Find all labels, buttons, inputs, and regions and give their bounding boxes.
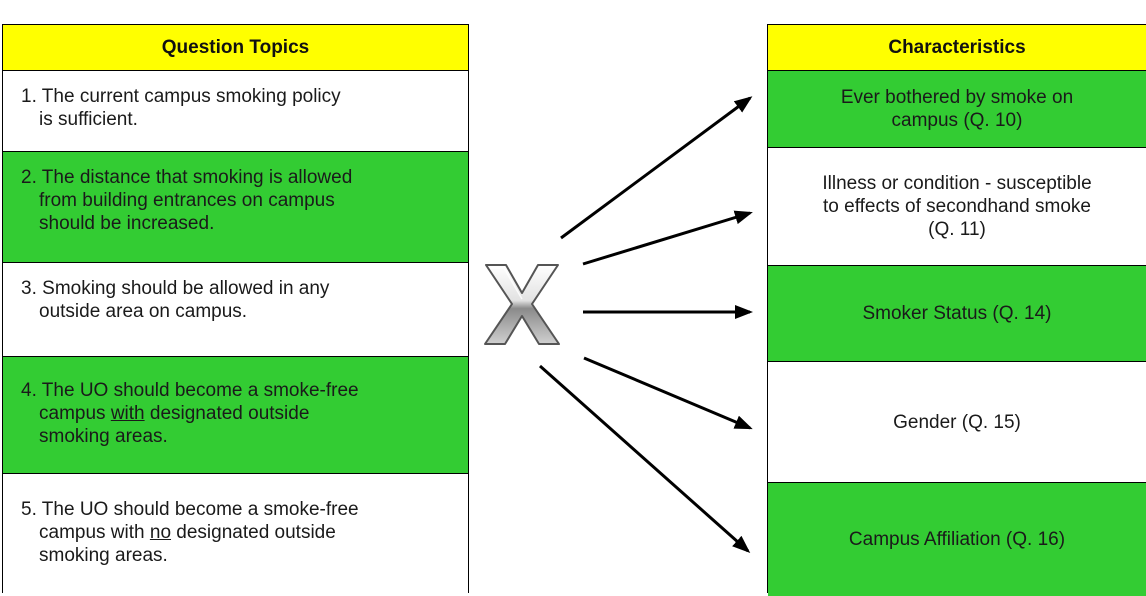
topic-4-number: 4. (21, 380, 37, 401)
topic-4-line-2-pre: campus (39, 403, 111, 424)
topic-row-5: 5. The UO should become a smoke-free cam… (3, 474, 468, 595)
topic-3-line-2: outside area on campus. (39, 301, 248, 322)
topic-5-number: 5. (21, 499, 37, 520)
topic-5-line-2-pre: campus with (39, 522, 150, 543)
arrow-to-row-1 (560, 96, 753, 240)
characteristic-1-line-2: campus (Q. 10) (891, 110, 1023, 131)
characteristics-header: Characteristics (768, 25, 1146, 71)
topic-5-line-3: smoking areas. (39, 545, 168, 566)
topic-4-line-2-post: designated outside (144, 403, 310, 424)
characteristic-row-3: Smoker Status (Q. 14) (768, 266, 1146, 362)
topic-1-line-2: is sufficient. (39, 109, 138, 130)
characteristic-row-4: Gender (Q. 15) (768, 362, 1146, 483)
topic-row-2: 2. The distance that smoking is allowed … (3, 152, 468, 263)
topic-row-3: 3. Smoking should be allowed in any outs… (3, 263, 468, 357)
topic-row-1: 1. The current campus smoking policy is … (3, 71, 468, 152)
arrow-to-row-5 (539, 364, 751, 553)
question-topics-table: Question Topics 1. The current campus sm… (2, 24, 469, 595)
characteristic-2-line-1: Illness or condition - susceptible (822, 173, 1092, 194)
topic-2-line-1: The distance that smoking is allowed (41, 167, 353, 188)
characteristic-row-2: Illness or condition - susceptible to ef… (768, 148, 1146, 266)
arrow-to-row-2 (582, 210, 753, 266)
chrome-x-icon (484, 264, 560, 345)
characteristic-row-5: Campus Affiliation (Q. 16) (768, 483, 1146, 596)
characteristic-1-line-1: Ever bothered by smoke on (840, 87, 1074, 108)
characteristic-2-line-2: to effects of secondhand smoke (823, 196, 1091, 217)
topic-5-underlined-word: no (149, 522, 172, 543)
topic-3-line-1: Smoking should be allowed in any (42, 278, 330, 299)
arrow-to-row-4 (583, 356, 753, 430)
topic-4-line-3: smoking areas. (39, 426, 168, 447)
topic-5-line-2-post: designated outside (171, 522, 336, 543)
topic-3-number: 3. (21, 278, 37, 299)
topic-4-line-1: The UO should become a smoke-free (41, 380, 359, 401)
characteristic-5-line-1: Campus Affiliation (Q. 16) (848, 529, 1066, 550)
question-topics-header: Question Topics (3, 25, 468, 71)
characteristic-row-1: Ever bothered by smoke on campus (Q. 10) (768, 71, 1146, 148)
characteristic-3-line-1: Smoker Status (Q. 14) (862, 303, 1052, 324)
characteristic-4-line-1: Gender (Q. 15) (893, 411, 1021, 433)
topic-2-number: 2. (21, 167, 37, 188)
topic-1-line-1: The current campus smoking policy (41, 86, 341, 107)
characteristics-table: Characteristics Ever bothered by smoke o… (767, 24, 1146, 596)
topic-1-number: 1. (21, 86, 37, 107)
topic-row-4: 4. The UO should become a smoke-free cam… (3, 357, 468, 474)
topic-2-line-2: from building entrances on campus (39, 190, 335, 211)
topic-4-underlined-word: with (110, 403, 145, 424)
topic-5-line-1: The UO should become a smoke-free (41, 499, 359, 520)
topic-2-line-3: should be increased. (39, 213, 215, 234)
characteristic-2-line-3: (Q. 11) (928, 219, 986, 240)
